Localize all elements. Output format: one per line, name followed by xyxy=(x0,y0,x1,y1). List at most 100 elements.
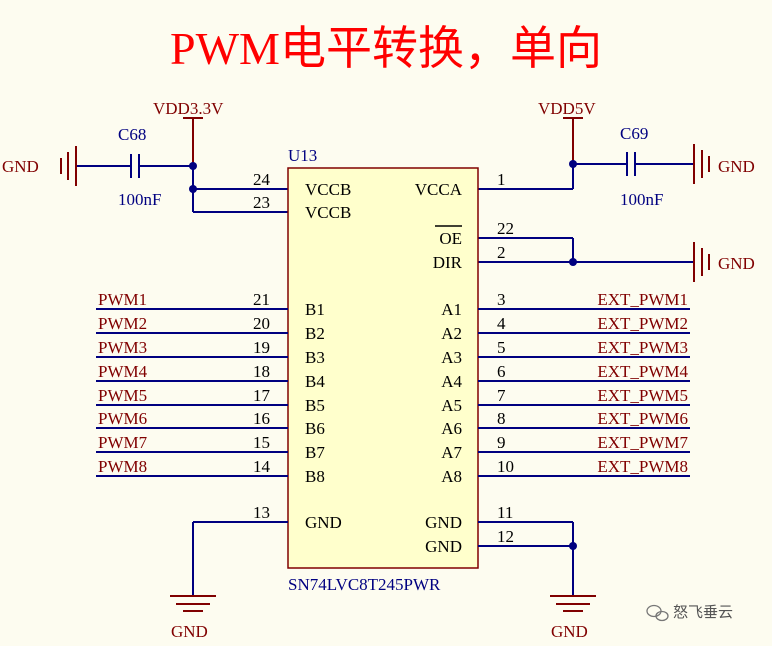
net-label-ext-pwm5: EXT_PWM5 xyxy=(597,386,688,405)
gnd-symbol-left-top xyxy=(60,146,77,186)
pin-number-16: 16 xyxy=(253,409,270,428)
vdd33-label: VDD3.3V xyxy=(153,99,224,118)
junction-vdd33-cap xyxy=(189,162,197,170)
pin-number-19: 19 xyxy=(253,338,270,357)
pin-number-8: 8 xyxy=(497,409,506,428)
vdd5-label: VDD5V xyxy=(538,99,596,118)
gnd-wiring-right xyxy=(478,521,574,596)
net-label-pwm8: PWM8 xyxy=(98,457,147,476)
gnd-label-left-top: GND xyxy=(2,157,39,176)
watermark: 怒飞垂云 xyxy=(646,603,733,622)
gnd-label-right-top: GND xyxy=(718,157,755,176)
net-label-ext-pwm3: EXT_PWM3 xyxy=(597,338,688,357)
pin-number-18: 18 xyxy=(253,362,270,381)
c68-value: 100nF xyxy=(118,190,161,209)
gnd-symbol-right-mid xyxy=(693,242,710,282)
pin-number-20: 20 xyxy=(253,314,270,333)
pin-name-vcca-1: VCCA xyxy=(415,180,463,199)
chip-body xyxy=(287,167,479,569)
c69-value: 100nF xyxy=(620,190,663,209)
pin-name-a1-3: A1 xyxy=(441,300,462,319)
net-label-ext-pwm4: EXT_PWM4 xyxy=(597,362,688,381)
junction-vccb xyxy=(189,185,197,193)
pin-number-10: 10 xyxy=(497,457,514,476)
pin-name-b7-15: B7 xyxy=(305,443,325,462)
pin-number-21: 21 xyxy=(253,290,270,309)
pin-number-7: 7 xyxy=(497,386,506,405)
pin-name-dir-2: DIR xyxy=(433,253,463,272)
pin-number-3: 3 xyxy=(497,290,506,309)
pin-name-a7-9: A7 xyxy=(441,443,462,462)
net-label-pwm7: PWM7 xyxy=(98,433,148,452)
pin-number-1: 1 xyxy=(497,170,506,189)
net-label-ext-pwm6: EXT_PWM6 xyxy=(597,409,688,428)
pin-name-b8-14: B8 xyxy=(305,467,325,486)
gnd-symbol-bottom-right xyxy=(550,595,596,612)
pin-number-11: 11 xyxy=(497,503,513,522)
pin-name-a3-5: A3 xyxy=(441,348,462,367)
pin-number-9: 9 xyxy=(497,433,506,452)
junction-vdd5-cap xyxy=(569,160,577,168)
junction-gnd-right xyxy=(569,542,577,550)
pin-number-22: 22 xyxy=(497,219,514,238)
pin-name-a6-8: A6 xyxy=(441,419,462,438)
c69-capacitor xyxy=(573,152,694,176)
pin-number-12: 12 xyxy=(497,527,514,546)
pin-number-17: 17 xyxy=(253,386,271,405)
net-label-pwm2: PWM2 xyxy=(98,314,147,333)
pin-name-b6-16: B6 xyxy=(305,419,325,438)
junction-oe-dir xyxy=(569,258,577,266)
net-label-ext-pwm2: EXT_PWM2 xyxy=(597,314,688,333)
net-label-pwm1: PWM1 xyxy=(98,290,147,309)
net-label-ext-pwm8: EXT_PWM8 xyxy=(597,457,688,476)
pin-name-b5-17: B5 xyxy=(305,396,325,415)
pwm-nets-right: EXT_PWM1EXT_PWM2EXT_PWM3EXT_PWM4EXT_PWM5… xyxy=(478,290,690,477)
gnd-label-bottom-left: GND xyxy=(171,622,208,641)
pin-number-2: 2 xyxy=(497,243,506,262)
pin-name-a4-6: A4 xyxy=(441,372,462,391)
pin-name-gnd-11: GND xyxy=(425,513,462,532)
pin-name-b3-19: B3 xyxy=(305,348,325,367)
pin-number-6: 6 xyxy=(497,362,506,381)
vdd5-supply: VDD5V xyxy=(538,99,596,164)
net-label-pwm6: PWM6 xyxy=(98,409,147,428)
net-label-ext-pwm7: EXT_PWM7 xyxy=(597,433,688,452)
gnd-symbol-right-top xyxy=(693,144,710,184)
net-label-ext-pwm1: EXT_PWM1 xyxy=(597,290,688,309)
c69-ref: C69 xyxy=(620,124,648,143)
gnd-label-bottom-right: GND xyxy=(551,622,588,641)
pin-name-b1-21: B1 xyxy=(305,300,325,319)
pin-number-5: 5 xyxy=(497,338,506,357)
wechat-icon xyxy=(646,604,669,622)
net-label-pwm5: PWM5 xyxy=(98,386,147,405)
pin-number-14: 14 xyxy=(253,457,271,476)
pin-name-a2-4: A2 xyxy=(441,324,462,343)
pin-number-23: 23 xyxy=(253,193,270,212)
net-label-pwm3: PWM3 xyxy=(98,338,147,357)
chip-ref: U13 xyxy=(288,146,317,165)
pin-number-13: 13 xyxy=(253,503,270,522)
c68-ref: C68 xyxy=(118,125,146,144)
watermark-text: 怒飞垂云 xyxy=(673,603,733,621)
pin-number-4: 4 xyxy=(497,314,506,333)
pin-name-gnd-12: GND xyxy=(425,537,462,556)
pin-number-24: 24 xyxy=(253,170,271,189)
pin-name-vccb-23: VCCB xyxy=(305,203,351,222)
pin-name-oe-22: OE xyxy=(439,229,462,248)
pin-name-gnd-13: GND xyxy=(305,513,342,532)
pin-name-b2-20: B2 xyxy=(305,324,325,343)
chip-part: SN74LVC8T245PWR xyxy=(288,575,441,594)
pin-name-a8-10: A8 xyxy=(441,467,462,486)
pin-name-a5-7: A5 xyxy=(441,396,462,415)
chip-left-pins: 24VCCB23VCCB21B120B219B318B417B516B615B7… xyxy=(253,170,351,532)
diagram-title: PWM电平转换，单向 xyxy=(170,23,602,74)
pin-name-b4-18: B4 xyxy=(305,372,325,391)
pin-number-15: 15 xyxy=(253,433,270,452)
net-label-pwm4: PWM4 xyxy=(98,362,148,381)
gnd-symbol-bottom-left xyxy=(170,595,216,612)
pin-name-vccb-24: VCCB xyxy=(305,180,351,199)
vdd33-supply: VDD3.3V xyxy=(153,99,224,166)
